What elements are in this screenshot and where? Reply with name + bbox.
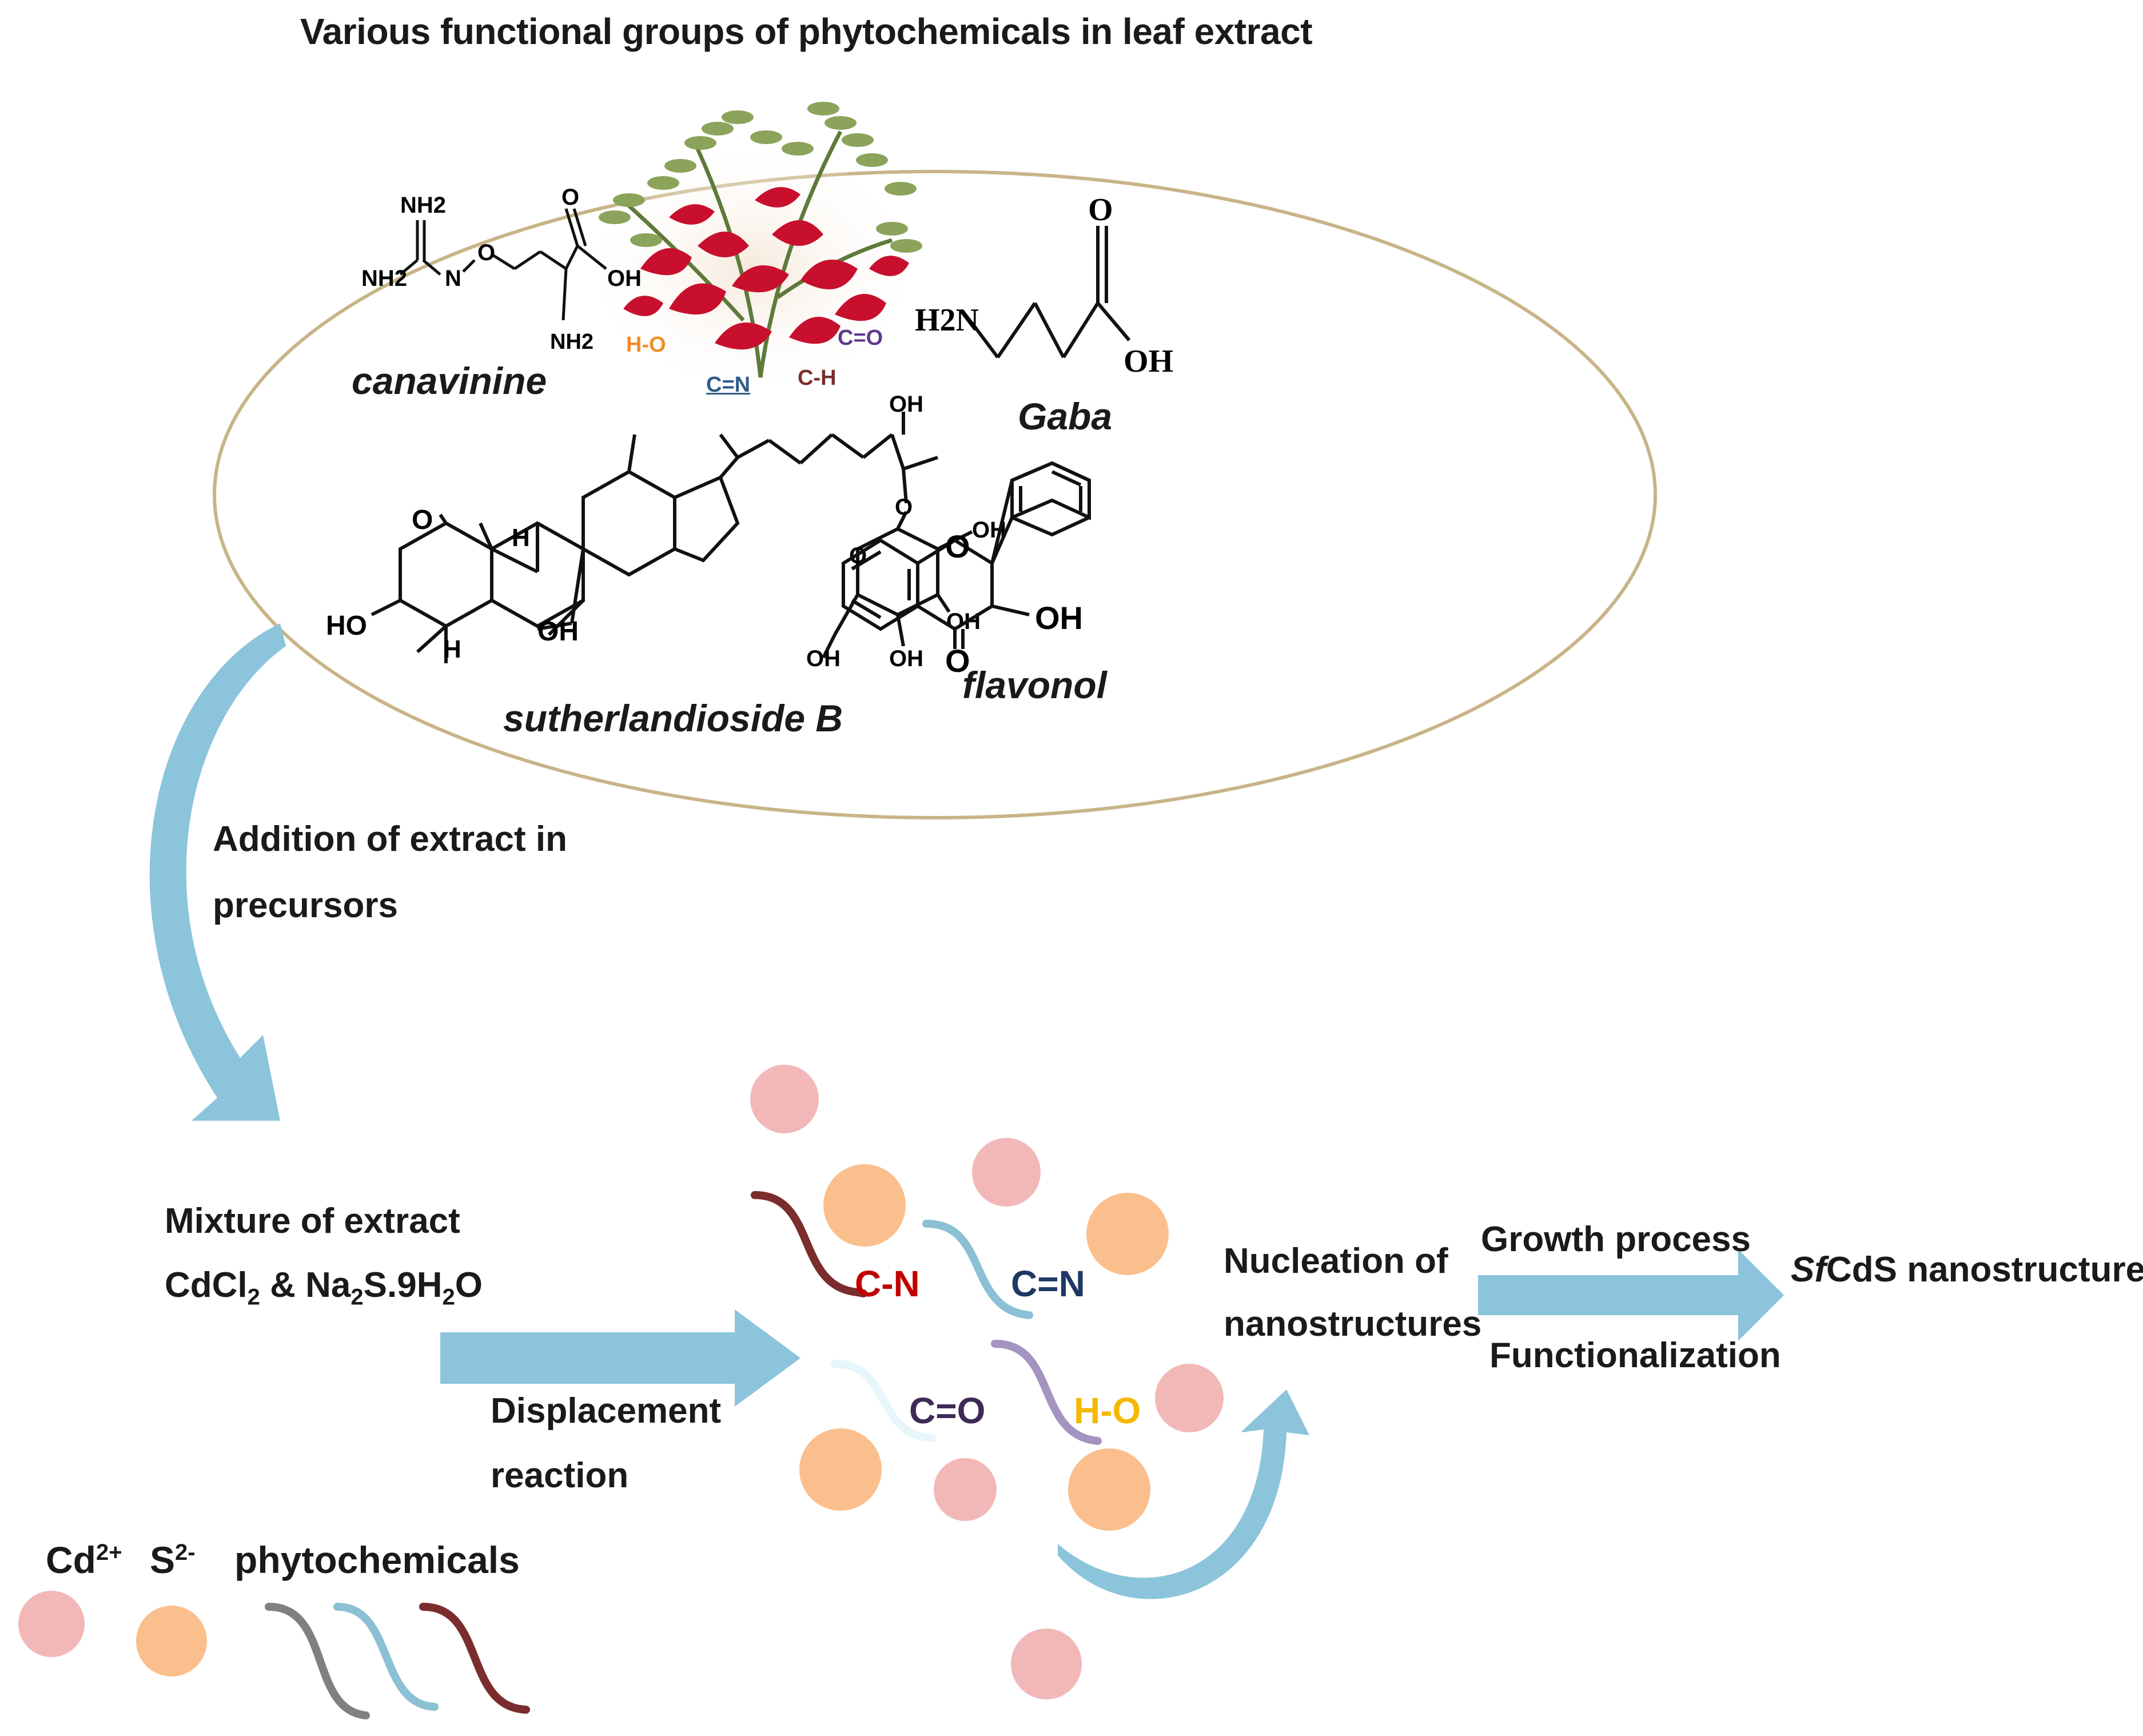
mixture-label-line2: CdCl2 & Na2S.9H2O xyxy=(165,1265,483,1310)
s-particle xyxy=(1068,1448,1150,1531)
canavinine-nh2-left: NH2 xyxy=(361,266,407,291)
product-sf: Sf xyxy=(1791,1250,1826,1289)
legend-squiggle-blue xyxy=(333,1603,439,1711)
canavinine-oh: OH xyxy=(607,266,642,291)
legend-s-text: S xyxy=(150,1539,176,1581)
addition-label-line2: precursors xyxy=(213,886,398,925)
product-cds: CdS nanostructures xyxy=(1826,1250,2143,1289)
sutherlandioside-h-2: H xyxy=(443,635,461,663)
fg-h-o: H-O xyxy=(1074,1390,1141,1431)
legend-s-label: S2- xyxy=(150,1538,196,1582)
s-particle xyxy=(823,1164,906,1247)
nucleation-label-line2: nanostructures xyxy=(1224,1304,1482,1344)
extract-oval xyxy=(213,170,1657,819)
flavonol-oh: OH xyxy=(1035,600,1083,636)
sutherlandioside-o-glyco: O xyxy=(895,495,913,520)
mixture-s9h: S.9H xyxy=(363,1265,443,1305)
gaba-oh: OH xyxy=(1124,344,1173,379)
plant-illustration xyxy=(592,102,922,389)
plant-group-co: C=O xyxy=(838,326,883,350)
canavinine-nh2-top: NH2 xyxy=(400,193,446,218)
sutherlandioside-label: sutherlandioside B xyxy=(503,697,843,739)
fg-c-eq-o: C=O xyxy=(909,1390,986,1431)
legend-squiggle-gray xyxy=(265,1603,370,1719)
displacement-label-line2: reaction xyxy=(491,1456,629,1495)
sutherlandioside-structure xyxy=(371,412,973,663)
sutherlandioside-h-1: H xyxy=(512,524,530,552)
growth-arrow xyxy=(1478,1249,1784,1341)
displacement-label-line1: Displacement xyxy=(491,1391,722,1431)
mixture-cdcl: CdCl xyxy=(165,1265,248,1305)
nucleation-curved-arrow xyxy=(1058,1389,1309,1599)
mixture-o: O xyxy=(455,1265,483,1305)
mixture-sub-2: 2 xyxy=(350,1284,364,1310)
gaba-h2n: H2N xyxy=(915,302,979,338)
legend xyxy=(18,1591,530,1719)
mixture-na: & Na xyxy=(260,1265,351,1305)
legend-cd-particle xyxy=(18,1591,85,1657)
plant-group-ch: C-H xyxy=(798,366,837,390)
legend-phyto-label: phytochemicals xyxy=(234,1539,520,1581)
plant-group-cn: C=N xyxy=(706,373,751,397)
legend-cd-label: Cd2+ xyxy=(46,1538,122,1582)
s-particle xyxy=(799,1428,882,1511)
sutherlandioside-ho: HO xyxy=(326,611,367,641)
fg-c-eq-n: C=N xyxy=(1011,1263,1085,1304)
canavinine-structure xyxy=(399,208,607,321)
product-label: SfCdS nanostructures xyxy=(1791,1249,2143,1290)
canavinine-nh2-bottom: NH2 xyxy=(550,330,593,354)
sutherlandioside-o-ketone: O xyxy=(412,505,433,535)
reaction-squiggles xyxy=(751,1191,1102,1445)
displacement-arrow xyxy=(440,1309,800,1407)
cd-particle xyxy=(1011,1629,1082,1699)
sutherlandioside-oh-sugar-4: OH xyxy=(806,646,841,671)
gaba-structure xyxy=(970,226,1131,359)
flavonol-o-ring: O xyxy=(945,528,970,564)
s-particle xyxy=(1086,1193,1169,1275)
legend-cd-text: Cd xyxy=(46,1539,96,1581)
addition-label-line1: Addition of extract in xyxy=(213,819,567,859)
cd-particle xyxy=(972,1138,1041,1207)
gaba-label: Gaba xyxy=(1018,395,1113,437)
legend-cd-sup: 2+ xyxy=(95,1540,122,1565)
mixture-sub-1: 2 xyxy=(247,1284,260,1310)
cd-particle xyxy=(934,1458,997,1521)
legend-s-particle xyxy=(136,1606,207,1677)
sutherlandioside-oh-chain: OH xyxy=(889,392,923,417)
sutherlandioside-oh-ring: OH xyxy=(537,616,579,647)
mixture-label-line1: Mixture of extract xyxy=(165,1201,460,1241)
diagram-title: Various functional groups of phytochemic… xyxy=(300,11,1313,52)
plant-group-ho: H-O xyxy=(626,333,666,357)
gaba-o: O xyxy=(1088,192,1113,228)
flavonol-structure xyxy=(842,461,1091,649)
legend-s-sup: 2- xyxy=(175,1540,196,1565)
canavinine-o-link: O xyxy=(477,240,495,265)
nucleation-label-line1: Nucleation of xyxy=(1224,1241,1448,1281)
cd-particle xyxy=(750,1065,819,1133)
addition-curved-arrow xyxy=(149,623,286,1121)
flavonol-label: flavonol xyxy=(962,664,1108,706)
growth-label: Growth process xyxy=(1481,1220,1751,1259)
canavinine-o-top: O xyxy=(561,185,579,210)
functionalization-label: Functionalization xyxy=(1489,1336,1781,1375)
reaction-particles xyxy=(750,1065,1224,1699)
mixture-sub-3: 2 xyxy=(442,1284,455,1310)
canavinine-label: canavinine xyxy=(352,360,547,402)
cd-particle xyxy=(1155,1364,1224,1432)
fg-c-n: C-N xyxy=(855,1263,920,1304)
flavonol-o-ketone: O xyxy=(945,643,970,679)
canavinine-n: N xyxy=(445,266,461,291)
sutherlandioside-oh-sugar-3: OH xyxy=(889,646,923,671)
legend-squiggle-maroon xyxy=(419,1603,530,1714)
